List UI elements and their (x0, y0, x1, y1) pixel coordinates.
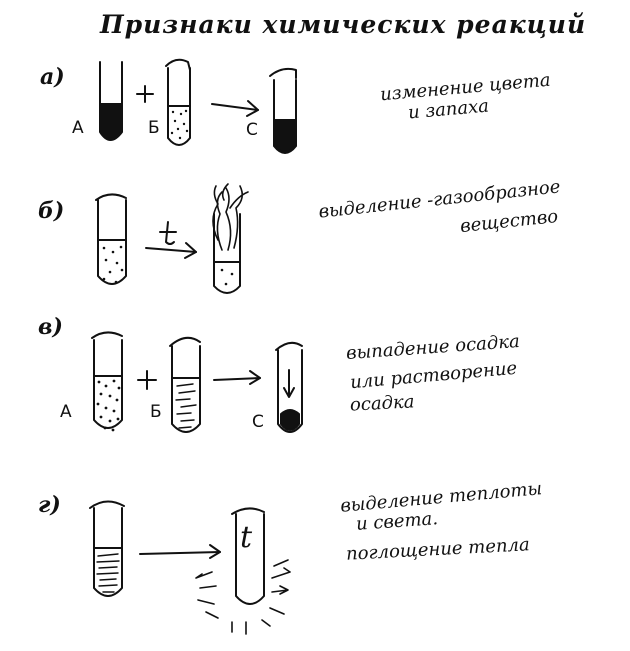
reaction-arrow-v (213, 370, 261, 385)
tube-label-v-a: А (60, 402, 72, 422)
row-g-drawing (89, 500, 291, 635)
plus-sign-v (137, 370, 157, 390)
test-tube-gas (212, 183, 249, 294)
test-tube-g-right (231, 507, 265, 605)
tube-label-c: С (246, 120, 258, 140)
row-a-drawing (99, 58, 297, 154)
row-b-drawing (95, 183, 249, 294)
row-label-g: г) (38, 492, 61, 518)
test-tube-v-c (275, 341, 303, 433)
heat-rays (195, 559, 291, 635)
row-label-v: в) (38, 314, 63, 340)
reaction-arrow-g (139, 544, 221, 559)
row-v-drawing (91, 331, 303, 433)
heating-arrow (145, 221, 197, 259)
tube-label-a: А (72, 118, 84, 138)
row-label-a: а) (40, 64, 65, 90)
test-tube-v-a (91, 331, 123, 432)
test-tube-c (269, 67, 297, 154)
tube-label-v-c: С (252, 412, 264, 432)
tube-label-b: Б (148, 118, 160, 138)
test-tube-b-left (95, 193, 127, 285)
tube-label-v-b: Б (150, 402, 162, 422)
test-tube-g-left (89, 500, 125, 597)
test-tube-a (99, 61, 123, 141)
page-title: Признаки химических реакций (100, 10, 587, 39)
test-tube-v-b (169, 336, 201, 433)
heat-symbol-t: t (240, 520, 253, 555)
plus-sign (136, 85, 154, 103)
reaction-arrow (211, 100, 259, 117)
description-v-line-3: осадка (349, 391, 416, 416)
test-tube-b (165, 58, 191, 146)
row-label-b: б) (38, 198, 65, 224)
